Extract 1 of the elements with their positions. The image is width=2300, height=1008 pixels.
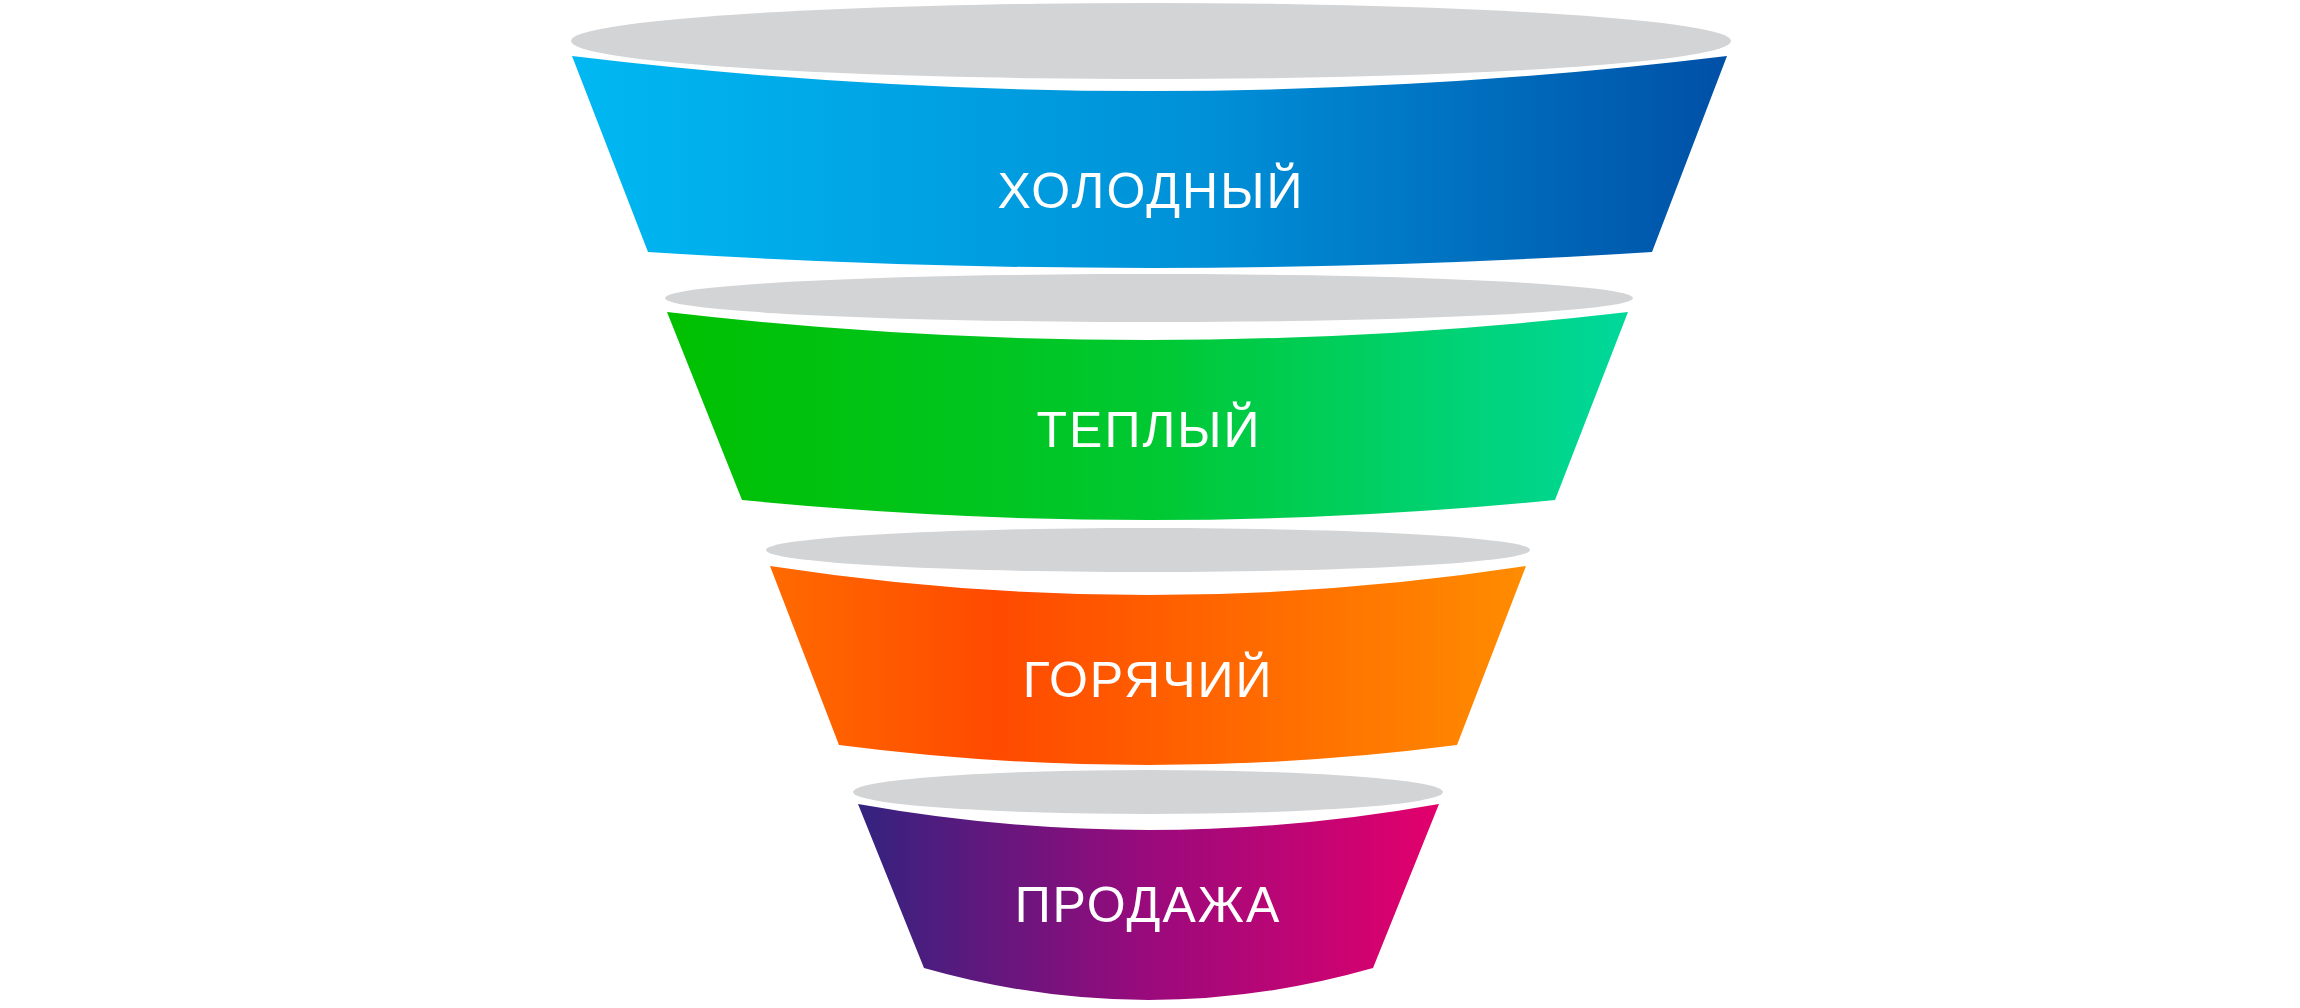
band-label: ПРОДАЖА: [1014, 880, 1282, 930]
